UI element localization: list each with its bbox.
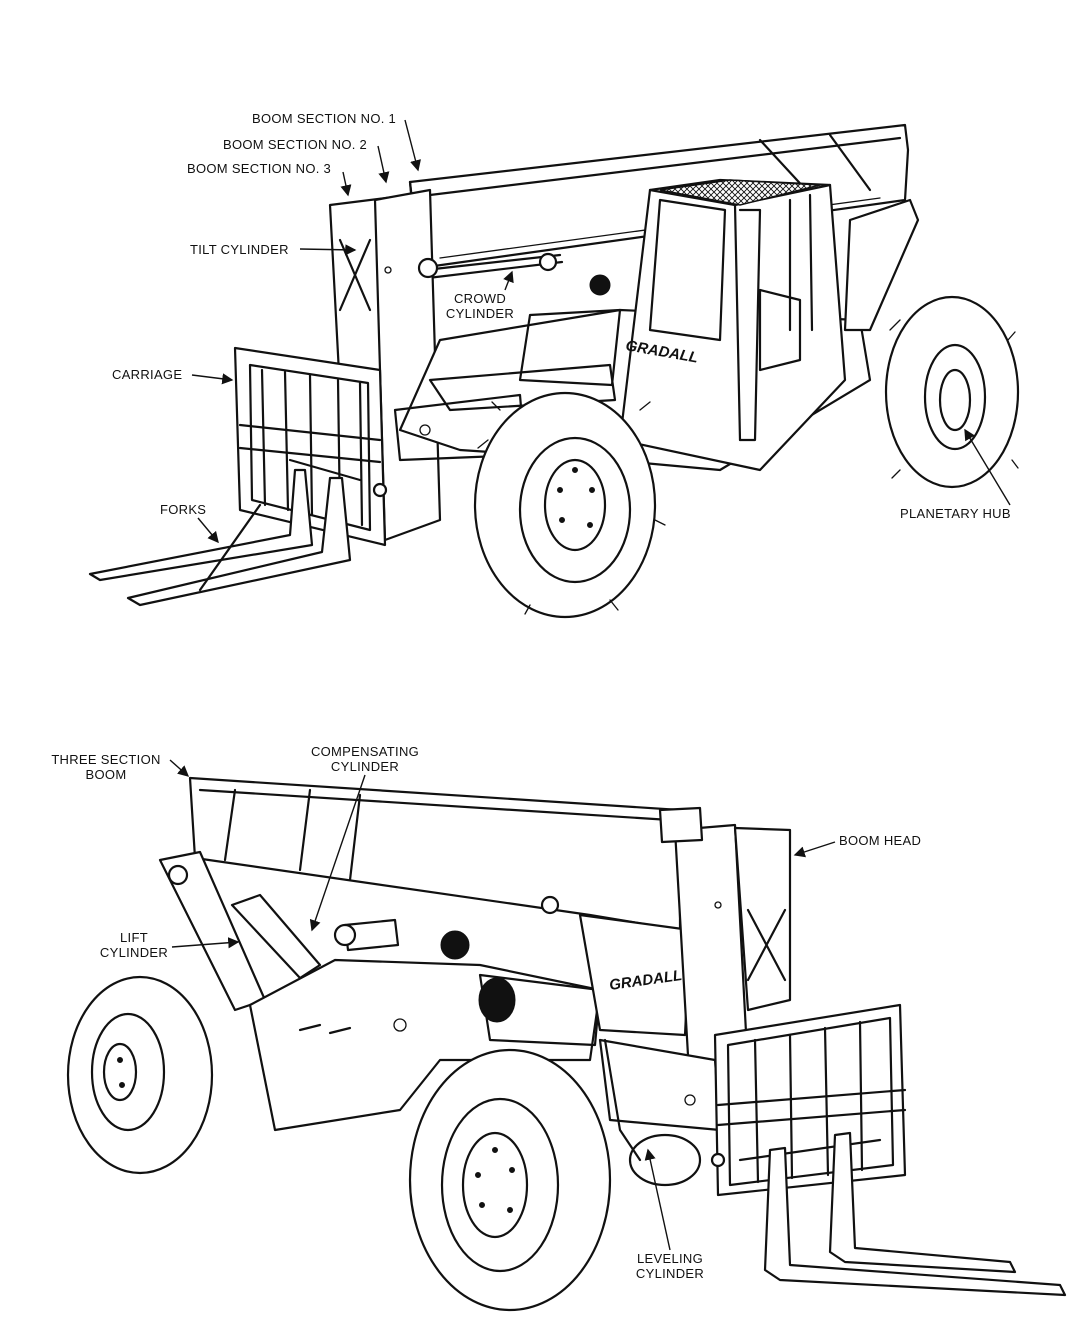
label-boom-section-2: BOOM SECTION NO. 2 [223, 137, 368, 152]
label-three-section-boom: THREE SECTION BOOM [44, 752, 168, 782]
forks-bottom [763, 1131, 1067, 1297]
label-lift-cylinder: LIFT CYLINDER [94, 930, 174, 960]
forklift-front-three-quarter-view: GRADALL [66, 776, 1067, 1312]
label-boom-section-3: BOOM SECTION NO. 3 [187, 161, 332, 176]
carriage-bottom [710, 1003, 907, 1197]
label-crowd-cylinder-line2: CYLINDER [445, 306, 515, 321]
label-lift-cylinder-line2: CYLINDER [99, 945, 169, 960]
label-compensating-cylinder-line1: COMPENSATING [310, 744, 420, 759]
carriage-top [233, 346, 388, 547]
label-leveling-cylinder-line1: LEVELING [637, 1251, 703, 1266]
lift-cylinder-area [158, 850, 470, 1012]
rear-wheel-bottom [66, 975, 214, 1175]
front-wheel-bottom [408, 1048, 612, 1312]
label-carriage: CARRIAGE [112, 367, 183, 382]
front-axle-bottom [598, 1038, 722, 1187]
label-boom-head: BOOM HEAD [839, 833, 922, 848]
label-planetary-hub: PLANETARY HUB [900, 506, 1011, 521]
label-three-section-boom-line2: BOOM [85, 767, 127, 782]
label-lift-cylinder-line1: LIFT [120, 930, 148, 945]
label-compensating-cylinder-line2: CYLINDER [330, 759, 400, 774]
label-leveling-cylinder-line2: CYLINDER [635, 1266, 705, 1281]
rear-wheel-top [843, 198, 1020, 489]
leaders-top [191, 119, 1011, 544]
leaders-bottom [169, 759, 836, 1251]
boom-head-bottom [658, 806, 792, 1092]
label-forks: FORKS [160, 502, 207, 517]
chassis-bottom [248, 958, 602, 1132]
label-boom-section-1: BOOM SECTION NO. 1 [252, 111, 397, 126]
forks-top [88, 468, 352, 607]
label-three-section-boom-line1: THREE SECTION [51, 752, 161, 767]
operator-cab-top: GRADALL [618, 178, 847, 472]
cab-side-bottom: GRADALL [578, 913, 692, 1037]
label-compensating-cylinder: COMPENSATING CYLINDER [300, 744, 430, 774]
label-leveling-cylinder: LEVELING CYLINDER [630, 1251, 710, 1281]
label-crowd-cylinder-line1: CROWD [453, 291, 507, 306]
front-wheel-top [473, 391, 666, 619]
forklift-rear-three-quarter-view: GRADALL [88, 123, 1020, 619]
label-crowd-cylinder: CROWD CYLINDER [440, 291, 520, 321]
label-tilt-cylinder: TILT CYLINDER [190, 242, 289, 257]
